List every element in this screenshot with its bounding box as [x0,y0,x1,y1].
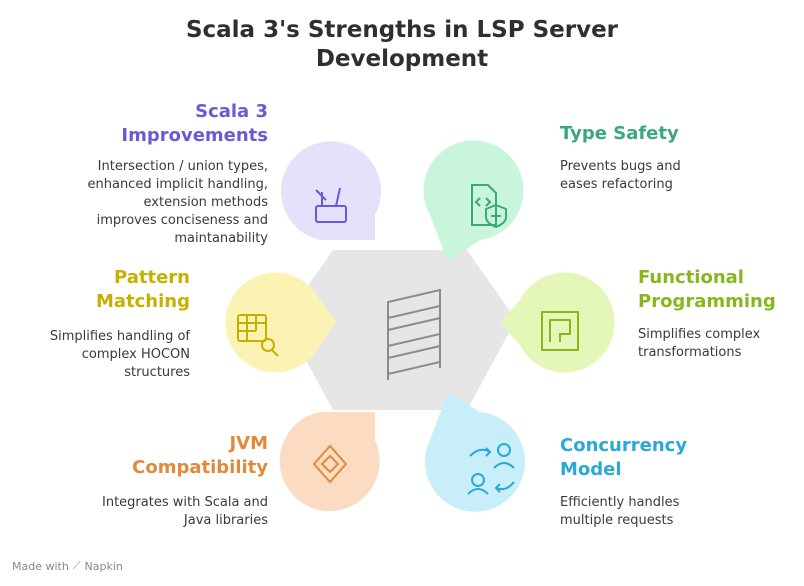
jvm-description: Integrates with Scala and Java libraries [102,495,268,528]
nested-squares-icon [541,311,579,351]
pattern-description: Simplifies handling of complex HOCON str… [49,329,190,380]
diagram-title: Scala 3's Strengths in LSP Server Develo… [185,17,619,72]
type-safety-drop [423,140,524,262]
footer-brand: Napkin [84,559,123,573]
footer-text: Made with [12,559,69,573]
concurrency-heading: Concurrency Model [560,435,688,480]
tools-icon [315,187,347,223]
diamond-icon [312,444,348,484]
scala3-heading: Scala 3 Improvements [121,101,268,146]
type-safety-heading: Type Safety [560,123,679,144]
scala3-description: Intersection / union types, enhanced imp… [87,159,269,246]
functional-drop [500,272,615,373]
pattern-heading: Pattern Matching [95,267,190,312]
functional-heading: Functional Programming [638,267,776,312]
center-hexagon [284,250,516,410]
scala-logo-icon [387,288,441,380]
pattern-drop [225,272,336,373]
jvm-heading: JVM Compatibility [132,433,268,478]
type-safety-description: Prevents bugs and eases refactoring [560,159,681,192]
jvm-drop [279,412,380,512]
concurrency-description: Efficiently handles multiple requests [560,495,680,528]
table-search-icon [237,314,279,357]
footer: Made with ⟋ Napkin [12,559,123,573]
functional-description: Simplifies complex transformations [638,327,761,360]
code-shield-icon [471,184,507,229]
scala3-drop [281,141,382,240]
users-exchange-icon [467,443,515,495]
napkin-logo-icon: ⟋ [72,559,81,572]
